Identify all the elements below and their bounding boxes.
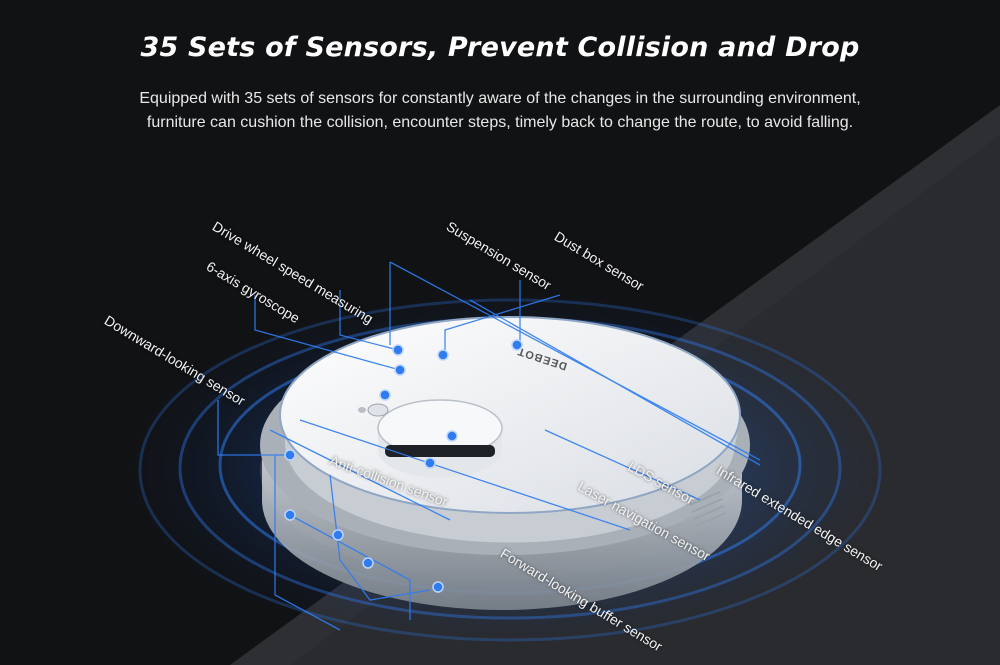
sensor-dot bbox=[424, 457, 436, 469]
robot-vacuum bbox=[260, 316, 750, 610]
sensor-markers bbox=[284, 339, 523, 593]
sensor-dot bbox=[432, 581, 444, 593]
sensor-dot bbox=[284, 449, 296, 461]
page-subtitle-line1: Equipped with 35 sets of sensors for con… bbox=[139, 90, 861, 107]
page-subtitle-line2: furniture can cushion the collision, enc… bbox=[146, 114, 854, 131]
sensor-dot bbox=[511, 339, 523, 351]
page-title: 35 Sets of Sensors, Prevent Collision an… bbox=[140, 32, 860, 63]
sensor-dot bbox=[362, 557, 374, 569]
sensor-dot bbox=[284, 509, 296, 521]
sensor-dot bbox=[392, 344, 404, 356]
power-button bbox=[367, 403, 389, 417]
sensor-dot bbox=[437, 349, 449, 361]
callout-lines bbox=[217, 261, 761, 631]
sensor-dot bbox=[332, 529, 344, 541]
sensor-dot bbox=[379, 389, 391, 401]
sensor-dot bbox=[394, 364, 406, 376]
sensor-dot bbox=[446, 430, 458, 442]
